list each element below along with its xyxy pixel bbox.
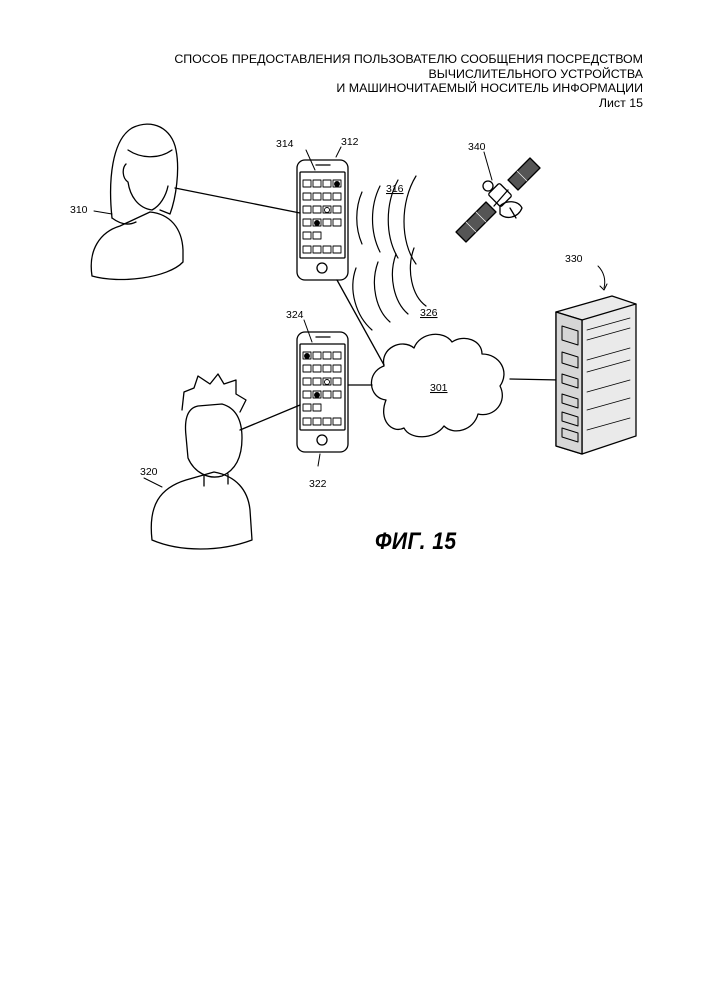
label-322: 322 [309, 478, 327, 490]
figure-caption: ФИГ. 15 [375, 528, 457, 556]
device-bottom-app-grid [303, 352, 341, 425]
label-326: 326 [420, 307, 438, 319]
device-top-app-grid [303, 180, 341, 253]
label-314: 314 [276, 138, 294, 150]
line-network-server [510, 379, 560, 380]
label-312: 312 [341, 136, 359, 148]
wireless-signal-bottom [353, 248, 426, 330]
mobile-device-top [297, 147, 348, 280]
male-user-figure [144, 374, 252, 549]
line-user1-device1 [175, 188, 300, 213]
label-324: 324 [286, 309, 304, 321]
mobile-device-bottom [297, 320, 348, 466]
female-user-figure [91, 124, 183, 279]
line-device1-network [337, 280, 384, 365]
label-340: 340 [468, 141, 486, 153]
satellite [456, 152, 540, 242]
line-user2-device2 [240, 405, 300, 430]
server-tower [556, 266, 636, 454]
label-316: 316 [386, 183, 404, 195]
label-320: 320 [140, 466, 158, 478]
label-310: 310 [70, 204, 88, 216]
label-301: 301 [430, 382, 448, 394]
label-330: 330 [565, 253, 583, 265]
